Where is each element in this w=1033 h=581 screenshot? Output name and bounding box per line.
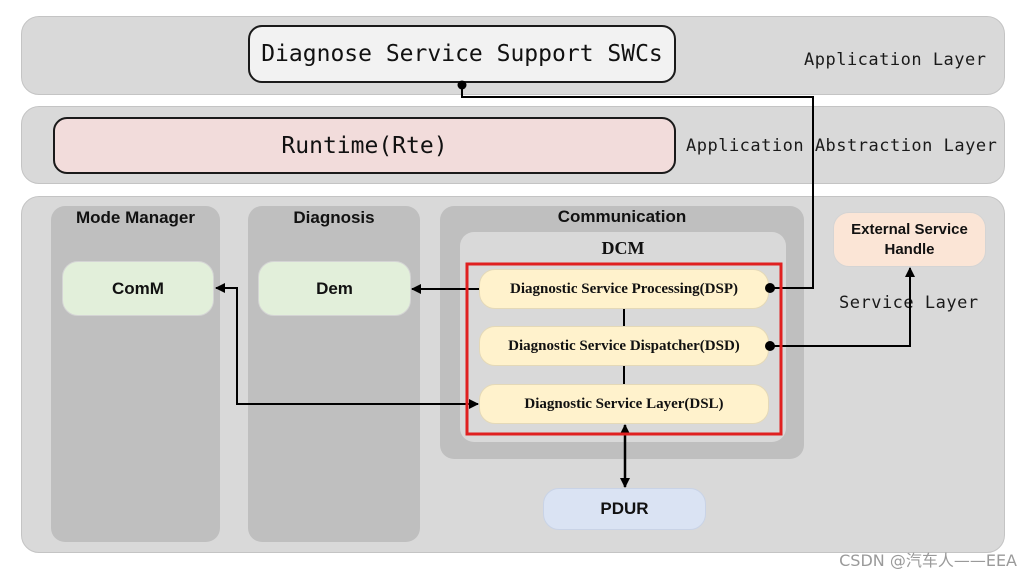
dsl-module: Diagnostic Service Layer(DSL) <box>479 384 769 424</box>
rte-box: Runtime(Rte) <box>53 117 676 174</box>
diagnosis-column: Diagnosis <box>248 206 420 542</box>
external-service-handle-label: External Service Handle <box>851 220 968 258</box>
application-layer-label: Application Layer <box>804 50 987 70</box>
pdur-module: PDUR <box>543 488 706 530</box>
dsd-module: Diagnostic Service Dispatcher(DSD) <box>479 326 769 366</box>
communication-title: Communication <box>557 207 687 226</box>
swc-box-label: Diagnose Service Support SWCs <box>261 41 663 67</box>
diagnosis-title: Diagnosis <box>293 208 375 227</box>
comm-module-label: ComM <box>112 278 164 298</box>
external-service-handle: External Service Handle <box>833 212 986 267</box>
dsp-module-label: Diagnostic Service Processing(DSP) <box>509 280 739 297</box>
mode-manager-column: Mode Manager <box>51 206 220 542</box>
service-layer-label: Service Layer <box>839 293 979 313</box>
dcm-title: DCM <box>601 238 645 258</box>
dsd-module-label: Diagnostic Service Dispatcher(DSD) <box>508 337 740 354</box>
dem-module: Dem <box>258 261 411 316</box>
mode-manager-title: Mode Manager <box>75 208 196 227</box>
dsp-module: Diagnostic Service Processing(DSP) <box>479 269 769 309</box>
abstraction-layer-label: Application Abstraction Layer <box>686 136 998 156</box>
rte-box-label: Runtime(Rte) <box>281 132 448 159</box>
swc-box: Diagnose Service Support SWCs <box>248 25 676 83</box>
dsl-module-label: Diagnostic Service Layer(DSL) <box>524 395 724 412</box>
watermark: CSDN @汽车人——EEA <box>839 551 1017 570</box>
dem-module-label: Dem <box>316 278 353 298</box>
comm-module: ComM <box>62 261 214 316</box>
pdur-module-label: PDUR <box>600 499 649 518</box>
